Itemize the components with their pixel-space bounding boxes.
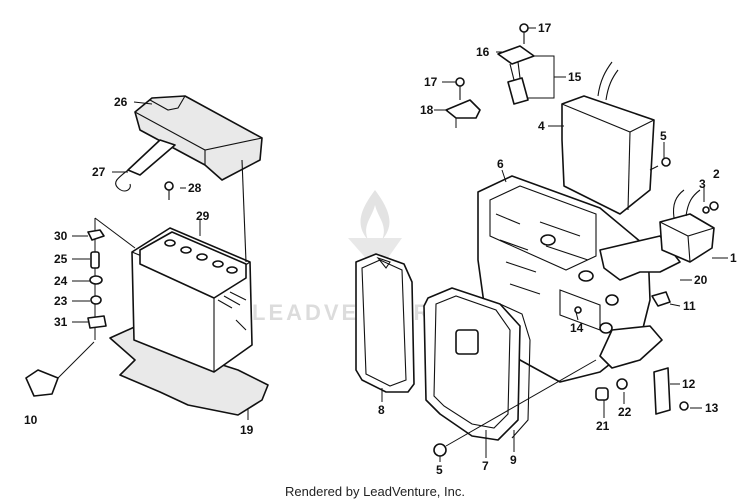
- terminal-hardware: [87, 217, 136, 340]
- wire-harness: [497, 45, 535, 105]
- callout-27: 27: [92, 165, 106, 179]
- callout-14: 14: [570, 321, 584, 335]
- terminal-connector: [25, 341, 95, 397]
- control-unit: [561, 61, 655, 215]
- callout-29: 29: [196, 209, 210, 223]
- callout-7: 7: [482, 459, 489, 473]
- mount-bracket: [599, 235, 681, 369]
- callout-18: 18: [420, 103, 434, 117]
- callout-22: 22: [618, 405, 632, 419]
- callout-25: 25: [54, 252, 68, 266]
- callout-19: 19: [240, 423, 254, 437]
- callout-28: 28: [188, 181, 202, 195]
- callout-30: 30: [54, 229, 68, 243]
- callout-5-bottom: 5: [436, 463, 443, 477]
- watermark-flame-icon: [360, 190, 390, 240]
- callout-9: 9: [510, 453, 517, 467]
- callout-4: 4: [538, 119, 545, 133]
- callout-23: 23: [54, 294, 68, 308]
- rubber-strap: [115, 139, 176, 192]
- leader-lines: [72, 27, 728, 462]
- callout-16: 16: [476, 45, 490, 59]
- footer-credit: Rendered by LeadVenture, Inc.: [285, 484, 465, 499]
- callout-2: 2: [713, 167, 720, 181]
- bolt-28: [164, 181, 174, 200]
- regulator: [659, 189, 715, 263]
- main-housing: [477, 175, 651, 383]
- callout-8: 8: [378, 403, 385, 417]
- callout-21: 21: [596, 419, 610, 433]
- screw-17: [519, 23, 529, 44]
- callout-20: 20: [694, 273, 708, 287]
- gasket: [499, 303, 531, 439]
- watermark-text: LEADVENTURE: [252, 300, 450, 325]
- callout-3: 3: [699, 177, 706, 191]
- callout-12: 12: [682, 377, 696, 391]
- callout-17-left: 17: [424, 75, 438, 89]
- callout-6: 6: [497, 157, 504, 171]
- callout-5-top: 5: [660, 129, 667, 143]
- watermark: LEADVENTURE: [252, 190, 450, 325]
- battery: [131, 227, 253, 373]
- battery-cover: [134, 95, 263, 263]
- side-cover: [355, 253, 415, 393]
- small-hardware: [433, 157, 719, 457]
- wire-clamp: [445, 77, 481, 119]
- callout-31: 31: [54, 315, 68, 329]
- callout-24: 24: [54, 274, 68, 288]
- callout-26: 26: [114, 95, 128, 109]
- callout-17-top: 17: [538, 21, 552, 35]
- callout-1: 1: [730, 251, 737, 265]
- callout-labels: 26 27 28 29 30 25 24 23 31 10 19 17 16 1…: [24, 21, 737, 477]
- callout-13: 13: [705, 401, 719, 415]
- callout-10: 10: [24, 413, 38, 427]
- callout-11: 11: [683, 299, 696, 313]
- callout-15: 15: [568, 70, 582, 84]
- front-cover: [423, 287, 521, 441]
